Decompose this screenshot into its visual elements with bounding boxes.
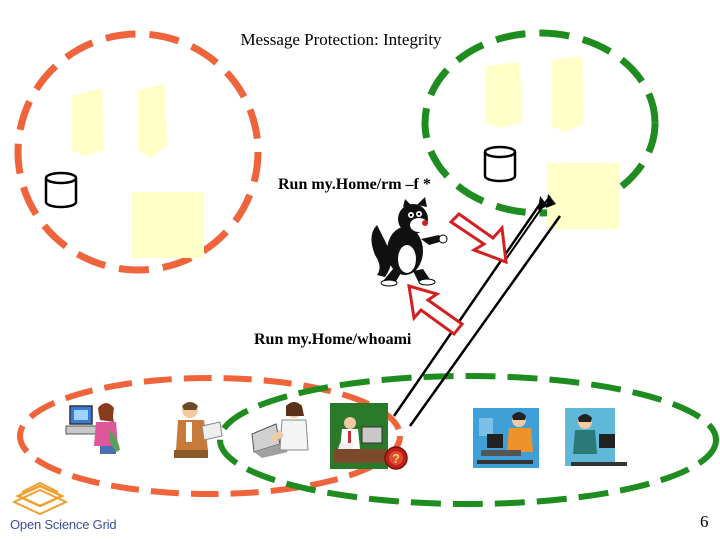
man-at-desk-icon: [330, 403, 388, 469]
original-command-label: Run my.Home/whoami: [254, 331, 412, 348]
question-mark-icon: ?: [384, 446, 408, 470]
orange-domain-top-left: [14, 30, 262, 274]
page-number: 6: [700, 512, 709, 531]
note-card-4: [486, 62, 522, 128]
database-icon: [483, 145, 517, 183]
woman-at-computer-icon: [65, 403, 120, 454]
woman-at-laptop-icon: [251, 402, 309, 458]
cartoon-cat-icon: [371, 197, 448, 287]
slide-title: Message Protection: Integrity: [240, 30, 442, 49]
open-science-grid-logo: [11, 481, 69, 516]
note-card-3: [132, 192, 204, 258]
man-at-computer-icon: [473, 408, 539, 468]
message-channel: [392, 194, 562, 427]
note-card-5: [552, 56, 584, 132]
man-reading-icon: [174, 402, 223, 458]
orange-domain-bottom: [17, 375, 403, 497]
person-at-computer-icon: [565, 408, 627, 466]
note-card-1: [72, 88, 104, 156]
tamper-arrow-up-right: [448, 212, 508, 265]
logo-text: Open Science Grid: [10, 517, 117, 532]
note-card-2: [138, 84, 167, 158]
malicious-command-label: Run my.Home/rm –f *: [278, 176, 431, 193]
green-domain-bottom: [217, 373, 719, 507]
database-icon: [44, 171, 78, 209]
green-domain-top-right: [421, 29, 659, 229]
tamper-arrow-down-left: [407, 283, 465, 337]
question-mark-badge-text: ?: [392, 451, 400, 466]
